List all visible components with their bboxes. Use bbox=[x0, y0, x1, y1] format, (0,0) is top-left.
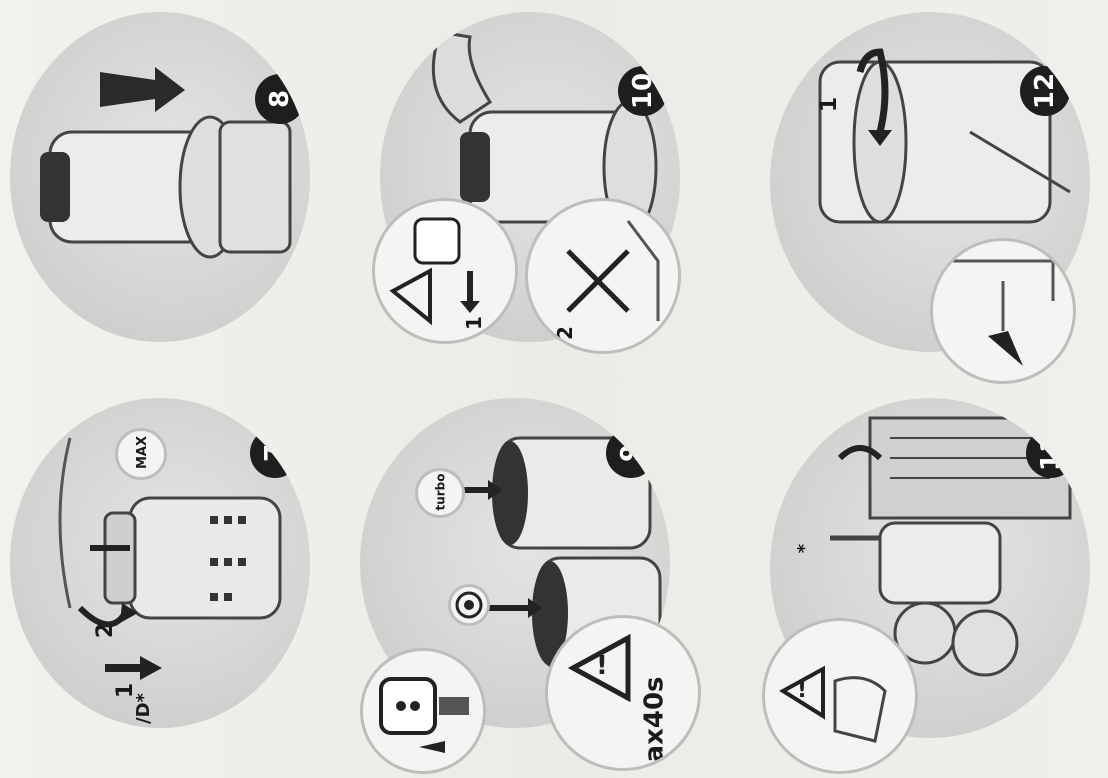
max-time-label: max40s bbox=[640, 676, 670, 771]
turbo-label: turbo bbox=[434, 473, 448, 510]
warning-triangle-icon: ! bbox=[765, 621, 915, 771]
blade-cross-icon bbox=[528, 201, 678, 351]
no-water-immersion-circle: 2 bbox=[525, 198, 681, 354]
warning-triangle-icon bbox=[375, 201, 515, 341]
step-10-label-1: 1 bbox=[462, 316, 486, 330]
socket-plug-icon bbox=[363, 651, 483, 771]
step-10-label-2: 2 bbox=[553, 326, 577, 340]
motor-unit-illustration bbox=[10, 12, 310, 342]
arrow-icon bbox=[933, 241, 1073, 381]
step-number-badge: 9 bbox=[606, 428, 656, 478]
max-label: MAX bbox=[135, 436, 150, 469]
step-8-panel: 8 bbox=[10, 12, 310, 342]
step-number-badge: 10 bbox=[618, 66, 668, 116]
svg-text:!: ! bbox=[596, 651, 608, 681]
cord-clip-detail-circle bbox=[930, 238, 1076, 384]
accessory-note: * bbox=[794, 544, 815, 553]
unplug-before-cleaning-circle: 1 bbox=[372, 198, 518, 344]
step-number-badge: 8 bbox=[255, 74, 305, 124]
warning-triangle-icon: ! bbox=[548, 618, 698, 768]
step-7-label-2: 2 bbox=[93, 623, 118, 638]
svg-text:!: ! bbox=[797, 678, 807, 703]
pulse-icon bbox=[448, 584, 490, 626]
step-number-badge: 12 bbox=[1020, 66, 1070, 116]
blade-caution-circle: ! bbox=[762, 618, 918, 774]
step-7-panel: MAX 2 1 /D* 7 bbox=[10, 398, 310, 728]
max-level-icon: MAX bbox=[115, 428, 167, 480]
step-number-badge: 11 bbox=[1026, 428, 1076, 478]
turbo-icon: turbo bbox=[415, 468, 465, 518]
unplug-warning-circle bbox=[360, 648, 486, 774]
step-number-badge: 7 bbox=[250, 428, 300, 478]
jug-note: /D* bbox=[133, 693, 154, 724]
step-12-label-1: 1 bbox=[817, 97, 842, 112]
max-time-warning-circle: ! max40s bbox=[545, 615, 701, 771]
